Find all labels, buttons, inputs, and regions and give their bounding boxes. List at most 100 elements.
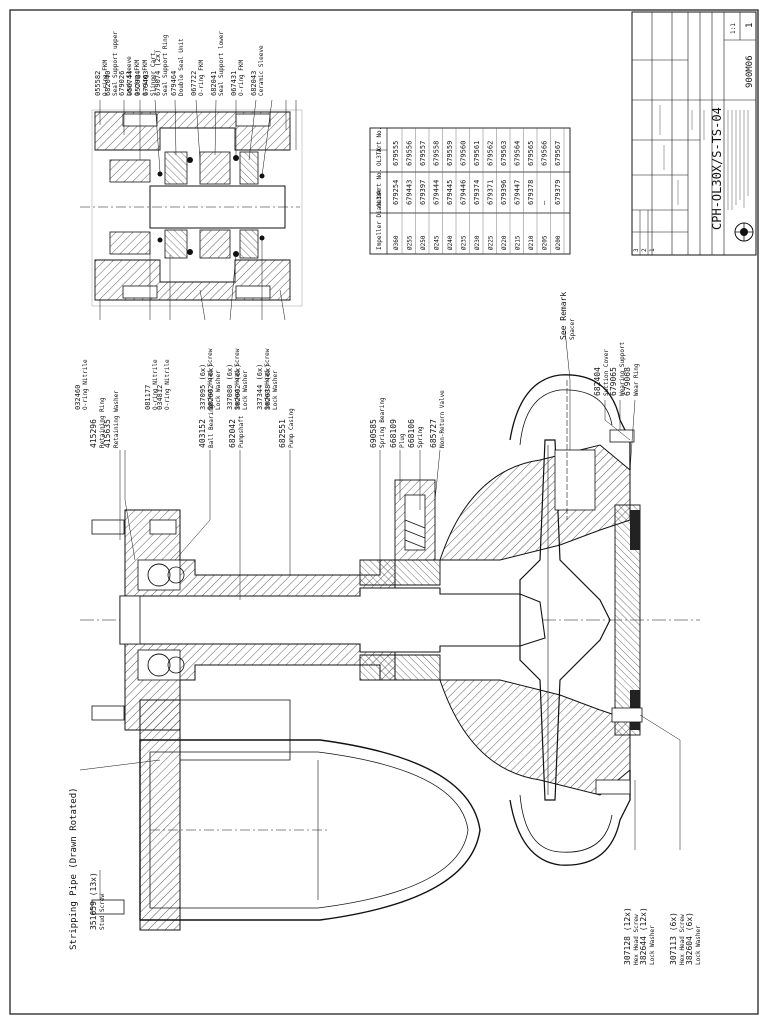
part-callout-name: Spring [417,426,424,448]
table-cell-ol3x-artno: 679379 [554,180,562,205]
table-cell-diameter: Ø250 [420,235,427,250]
detail-callout-name: Double Seal Unit [178,38,185,96]
part-callout-number: 682551 [278,419,287,448]
detail-callout-number: 052924 [134,71,142,96]
part-callout-name: Wear Ring [633,363,640,396]
part-callout-number: 668109 [389,419,398,448]
detail-callout-name: Socket Head Screw [234,348,241,410]
detail-callout-name: Ceramic Sleeve [258,45,265,96]
impeller [519,439,611,801]
part-callout-number: 403152 [198,419,207,448]
table-cell-ol3tx-artno: 679564 [514,141,522,166]
document-number: 900M06 [745,55,755,88]
detail-callout-name: Lock Washer [242,370,249,410]
part-callout-number: 382644 (12x) [639,907,648,965]
table-cell-diameter: Ø230 [474,235,481,250]
detail-callout-number: 679074 (2x) [154,50,162,96]
table-cell-ol3tx-artno: 679565 [527,141,535,166]
part-callout-name: Hex Head Screw [633,914,640,965]
detail-callout-number: 679463 [142,71,150,96]
table-cell-ol3tx-artno: 679557 [419,141,427,166]
part-callout-name: Wearing Support [619,341,626,396]
part-callout-number: 682404 [593,367,602,396]
table-title: Impeller Diameter [376,188,383,250]
part-callout-number: 685727 [429,419,438,448]
part-callout-name: Retaining Ring [99,397,106,448]
ball-bearing [137,559,185,681]
part-callout-name: Ball Bearing [208,404,215,448]
detail-callout-number: 337095 (6x) [199,364,207,410]
see-remark-label: See Remark [559,292,568,340]
impeller-table: Impeller Diameter OL3X Art No. OL3TX Art… [369,127,571,255]
part-callout-number: 682042 [228,419,237,448]
revision-row-2: 2 [641,248,648,252]
table-cell-ol3x-artno: 679371 [487,180,495,205]
part-callout-number: 679065 [609,367,618,396]
detail-callout-name: O-ring FKM [198,59,205,96]
detail-callout-number: 682040 [104,71,112,96]
detail-callout-name: O-ring FKM [142,59,149,96]
detail-callout-number: 034812 [156,385,164,410]
detail-callout-name: Lock Washer [272,370,279,410]
table-cell-ol3x-artno: 679447 [514,180,522,205]
detail-callout-name: Seal Support upper [112,31,119,96]
table-head-ol3tx: OL3TX [376,148,383,166]
detail-callout-number: 067431 [230,71,238,96]
part-callout-name: Pumpshaft [238,415,245,448]
leader-lines [79,329,681,900]
table-cell-diameter: Ø245 [434,235,441,250]
detail-callout-number: 382602 (6x) [207,364,215,410]
stud-screw [91,519,177,915]
table-cell-diameter: Ø215 [515,235,522,250]
part-callout-name: Spring Bearing [379,397,386,448]
table-cell-ol3x-artno: 679397 [419,180,427,205]
revision-row-3: 3 [633,248,640,252]
table-cell-ol3tx-artno: 679567 [554,141,562,166]
detail-callout-number: 032460 [74,385,82,410]
sheet-border [9,9,759,1015]
part-callout-name: Retaining Washer [113,390,120,448]
part-callout-number: 307128 (12x) [623,907,632,965]
part-callout-name: Lock Washer [649,925,656,965]
table-cell-diameter: Ø360 [393,235,400,250]
detail-callout-number: 382602 (6x) [234,364,242,410]
detail-callout-number: 682041 [210,71,218,96]
table-cell-ol3x-artno: 679446 [460,180,468,205]
detail-callout-name: O-ring Nitrile [82,359,89,410]
pump-volute [439,444,631,561]
part-callout-number: 668106 [407,419,416,448]
part-callout-number: 690585 [369,419,378,448]
table-cell-ol3x-artno: 679254 [392,180,400,205]
table-cell-diameter: Ø200 [555,235,562,250]
part-callout-number: 307113 (6x) [669,912,678,965]
table-head-artno-2: Art No. [376,127,383,152]
seal-detail-view [80,109,303,307]
table-cell-ol3tx-artno: 679556 [406,141,414,166]
table-cell-ol3tx-artno: 679562 [487,141,495,166]
detail-callout-name: Lock Sleeve [126,56,133,96]
table-cell-ol3x-artno: – [541,200,549,205]
table-head-ol3x: OL3X [376,192,383,207]
table-cell-ol3tx-artno: 679560 [460,141,468,166]
part-callout-number: 382604 (6x) [685,912,694,965]
part-callout-name: Suction Cover [603,349,610,396]
table-cell-diameter: Ø220 [501,235,508,250]
detail-callout-name: O-ring FKM [238,59,245,96]
detail-callout-number: 081177 [144,385,152,410]
table-cell-ol3x-artno: 679443 [406,180,414,205]
non-return-valve [394,479,436,561]
detail-callout-number: 382638 (6x) [264,364,272,410]
table-cell-diameter: Ø210 [528,235,535,250]
scale-label: 1:1 [730,23,737,34]
spacer-label: Spacer [569,318,576,340]
part-callout-number: 679068 [623,367,632,396]
table-cell-ol3x-artno: 679378 [527,180,535,205]
detail-callout-name: Lock Washer [215,370,222,410]
part-callout-number: 415296 [89,419,98,448]
detail-callout-name: O-ring FKM [134,59,141,96]
detail-callout-name: O-ring Nitrile [152,359,159,410]
part-callout-name: Hex Head Screw [679,914,686,965]
table-cell-ol3x-artno: 679445 [446,180,454,205]
drawing-number: CPH-OL30X/S-TS-04 [710,107,724,230]
